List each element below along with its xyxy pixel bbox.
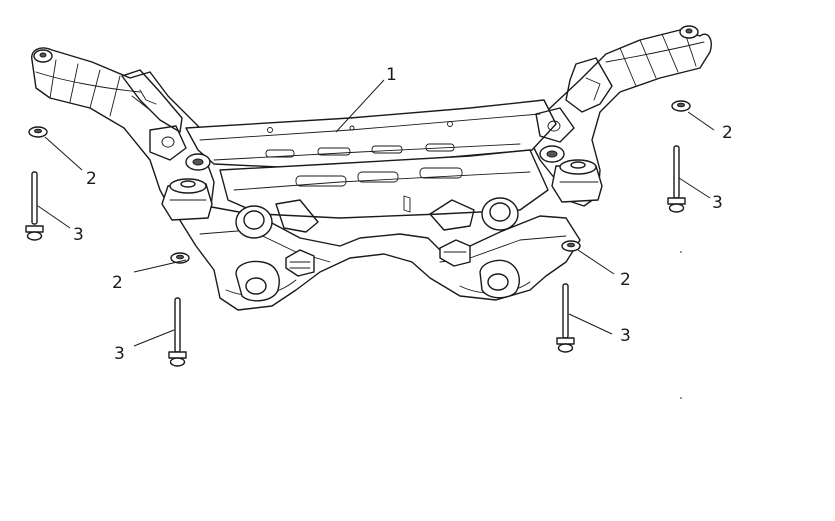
callout-washer-rear-left: 2 <box>86 169 97 189</box>
callout-bolt-front-left: 3 <box>114 344 125 364</box>
callout-bolt-rear-left: 3 <box>73 225 84 245</box>
washer-front-right <box>561 240 581 252</box>
subframe <box>31 25 712 311</box>
bolt-front-left <box>168 297 187 367</box>
callout-washer-front-left: 2 <box>112 273 123 293</box>
bolt-rear-right <box>667 145 686 213</box>
callout-washer-rear-right: 2 <box>722 123 733 143</box>
callout-washer-front-right: 2 <box>620 270 631 290</box>
callout-bolt-rear-right: 3 <box>712 193 723 213</box>
stray-dot <box>680 251 682 253</box>
callout-bolt-front-right: 3 <box>620 326 631 346</box>
washer-rear-left <box>28 126 48 138</box>
leader-lines <box>37 79 715 347</box>
washer-rear-right <box>671 100 691 112</box>
callout-subframe: 1 <box>386 65 397 85</box>
bolt-front-right <box>556 283 575 353</box>
bolt-rear-left <box>25 171 44 241</box>
stray-dot <box>680 397 682 399</box>
